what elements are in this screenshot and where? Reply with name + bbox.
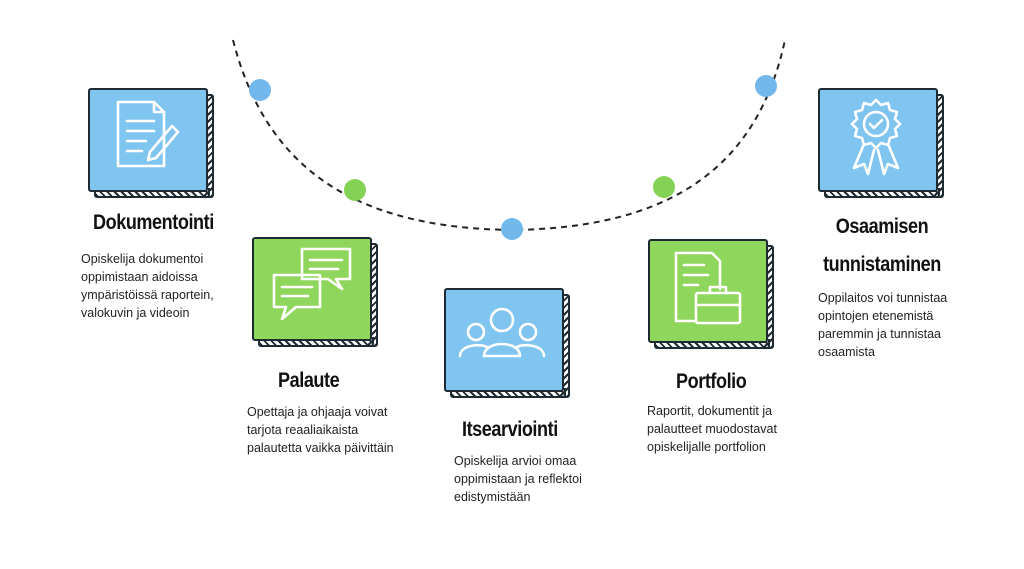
chat-bubbles-icon <box>272 247 352 321</box>
arc-dot-1 <box>249 79 271 101</box>
step-desc-portfolio: Raportit, dokumentit ja palautteet muodo… <box>647 404 777 454</box>
award-badge-icon <box>850 98 902 176</box>
arc-dot-4 <box>653 176 675 198</box>
step-title-portfolio: Portfolio <box>676 370 747 393</box>
arc-dot-2 <box>344 179 366 201</box>
document-pencil-icon <box>116 100 180 168</box>
step-title-tunnistaminen: tunnistaminen <box>823 253 941 276</box>
step-title-itsearviointi: Itsearviointi <box>462 418 558 441</box>
card-palaute <box>252 237 378 347</box>
step-desc-osaamisen-tunnistaminen: Oppilaitos voi tunnistaa opintojen etene… <box>818 291 948 359</box>
step-title-dokumentointi: Dokumentointi <box>93 211 214 234</box>
step-desc-palaute: Opettaja ja ohjaaja voivat tarjota reaal… <box>247 405 394 455</box>
card-portfolio <box>648 239 774 349</box>
step-desc-itsearviointi: Opiskelija arvioi omaa oppimistaan ja re… <box>454 454 582 504</box>
arc-dot-5 <box>755 75 777 97</box>
step-desc-dokumentointi: Opiskelija dokumentoi oppimistaan aidois… <box>81 252 214 320</box>
people-group-icon <box>458 307 546 358</box>
arc-dot-3 <box>501 218 523 240</box>
step-title-osaamisen: Osaamisen <box>835 215 929 238</box>
card-itsearviointi <box>444 288 570 398</box>
card-dokumentointi <box>88 88 214 198</box>
step-title-palaute: Palaute <box>278 369 340 392</box>
portfolio-briefcase-icon <box>674 251 742 325</box>
dashed-arc <box>232 39 786 232</box>
card-osaamisen-tunnistaminen <box>818 88 944 198</box>
